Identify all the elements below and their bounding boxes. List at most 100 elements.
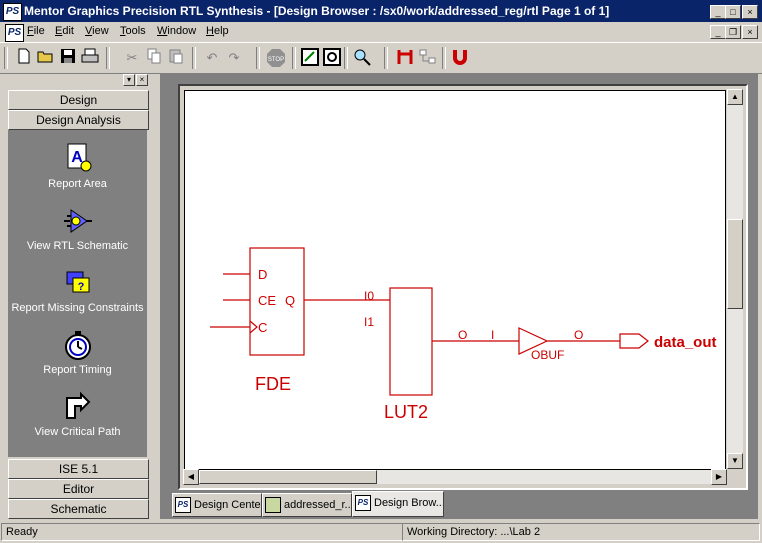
tool-report-timing[interactable]: Report Timing <box>8 328 147 376</box>
toolbar-separator <box>442 47 446 69</box>
undo-icon[interactable]: ↶ <box>206 50 218 65</box>
toolbar-separator <box>192 47 196 69</box>
minimize-button[interactable]: _ <box>710 5 726 19</box>
design-browser-window: D CE Q C I0 I1 O I O OBUF FDE LUT2 data_… <box>178 84 748 490</box>
doc-minimize-button[interactable]: _ <box>710 25 726 39</box>
fde-pin-c: C <box>258 320 267 335</box>
data-out-label: data_out <box>654 334 717 351</box>
menu-accelerator: V <box>85 25 93 37</box>
clock-marker <box>249 320 258 334</box>
toolbar-separator <box>256 47 260 69</box>
menu-accelerator: F <box>27 25 34 37</box>
schematic-file-icon <box>265 497 281 514</box>
redo-icon[interactable]: ↷ <box>228 50 240 65</box>
menu-bar: PS File Edit View Tools Window Help _ ❐ × <box>0 22 762 42</box>
doc-restore-button[interactable]: ❐ <box>725 25 741 39</box>
obuf-pin-i: I <box>491 328 494 342</box>
section-editor[interactable]: Editor <box>8 479 149 499</box>
menu-label-rest: iew <box>92 25 109 37</box>
scroll-left-button[interactable]: ◀ <box>183 469 199 485</box>
cut-icon[interactable]: ✂ <box>126 50 138 65</box>
lut-pin-o: O <box>458 328 467 342</box>
status-bar: Ready Working Directory: ...\Lab 2 <box>0 521 762 543</box>
maximize-button[interactable]: □ <box>725 5 741 19</box>
section-design[interactable]: Design <box>8 90 149 110</box>
fde-pin-d: D <box>258 267 267 282</box>
tab-label: Design Center <box>194 499 262 511</box>
section-design-analysis[interactable]: Design Analysis <box>8 110 149 130</box>
tool-label: Report Area <box>48 178 107 190</box>
fde-pin-ce: CE <box>258 293 276 308</box>
fde-block[interactable] <box>249 247 305 356</box>
magnet-icon[interactable] <box>450 48 470 68</box>
query-icon[interactable] <box>322 48 342 68</box>
svg-text:A: A <box>71 149 83 166</box>
mdi-workspace: D CE Q C I0 I1 O I O OBUF FDE LUT2 data_… <box>160 74 758 519</box>
horizontal-scrollbar[interactable]: ◀ ▶ <box>183 469 727 485</box>
open-icon[interactable] <box>36 48 56 68</box>
rtl-schematic-icon <box>63 209 92 233</box>
doc-close-button[interactable]: × <box>742 25 758 39</box>
menu-edit[interactable]: Edit <box>55 25 74 37</box>
lut2-label: LUT2 <box>384 402 428 422</box>
scroll-up-button[interactable]: ▲ <box>727 89 743 105</box>
fde-input-wires <box>210 273 250 328</box>
menu-help[interactable]: Help <box>206 25 229 37</box>
tab-addressed-reg[interactable]: addressed_r... <box>262 493 352 517</box>
copy-icon[interactable] <box>144 48 164 68</box>
obuf-buffer[interactable] <box>518 327 549 355</box>
panel-menu-button[interactable]: ▾ <box>123 74 135 86</box>
tool-report-area[interactable]: A Report Area <box>8 142 147 190</box>
section-ise[interactable]: ISE 5.1 <box>8 459 149 479</box>
zoom-icon[interactable] <box>352 48 372 68</box>
menu-file[interactable]: File <box>27 25 45 37</box>
vertical-scrollbar[interactable]: ▲ ▼ <box>727 89 743 469</box>
stop-icon[interactable]: STOP <box>266 48 286 68</box>
tool-label: View RTL Schematic <box>26 240 129 252</box>
document-icon[interactable]: PS <box>5 24 24 42</box>
hierarchy-icon[interactable] <box>418 48 438 68</box>
toolbar-separator <box>344 47 348 69</box>
horizontal-scroll-thumb[interactable] <box>199 470 377 484</box>
toolbar-separator <box>106 47 110 69</box>
menu-tools[interactable]: Tools <box>120 25 146 37</box>
scroll-right-button[interactable]: ▶ <box>711 469 727 485</box>
app-icon[interactable]: PS <box>3 3 22 21</box>
close-button[interactable]: × <box>742 5 758 19</box>
obuf-label: OBUF <box>531 348 564 362</box>
output-port-symbol[interactable] <box>619 333 649 349</box>
toolbar-grip[interactable] <box>4 47 8 69</box>
lut-pin-i1: I1 <box>364 315 374 329</box>
save-icon[interactable] <box>58 48 78 68</box>
tool-report-missing-constraints[interactable]: ? Report Missing Constraints <box>8 266 147 314</box>
flag-icon[interactable] <box>396 48 416 68</box>
menu-accelerator: H <box>206 25 214 37</box>
tab-label: Design Brow... <box>374 497 444 509</box>
tab-label: addressed_r... <box>284 499 352 511</box>
window-title: Mentor Graphics Precision RTL Synthesis … <box>24 4 610 18</box>
design-center-panel: ▾ × Design Design Analysis A Report Area… <box>6 74 149 519</box>
menu-label-rest: ile <box>33 25 45 37</box>
toolbar-separator <box>292 47 296 69</box>
panel-close-button[interactable]: × <box>136 74 148 86</box>
schematic-icon[interactable] <box>300 48 320 68</box>
stop-label: STOP <box>268 57 284 63</box>
scroll-down-button[interactable]: ▼ <box>727 453 743 469</box>
schematic-canvas[interactable]: D CE Q C I0 I1 O I O OBUF FDE LUT2 data_… <box>184 90 726 470</box>
lut2-block[interactable] <box>389 287 433 396</box>
new-icon[interactable] <box>14 48 34 68</box>
vertical-scroll-thumb[interactable] <box>727 219 743 309</box>
paste-icon[interactable] <box>166 48 186 68</box>
section-schematic[interactable]: Schematic <box>8 499 149 519</box>
print-icon[interactable] <box>80 48 100 68</box>
menu-view[interactable]: View <box>85 25 109 37</box>
panel-header[interactable]: ▾ × <box>6 74 149 86</box>
menu-window[interactable]: Window <box>157 25 196 37</box>
menu-label-rest: ools <box>125 25 146 37</box>
tool-view-critical-path[interactable]: View Critical Path <box>8 390 147 438</box>
tool-view-rtl-schematic[interactable]: View RTL Schematic <box>8 204 147 252</box>
tool-label: Report Missing Constraints <box>11 302 144 314</box>
lut-pin-i0: I0 <box>364 289 374 303</box>
